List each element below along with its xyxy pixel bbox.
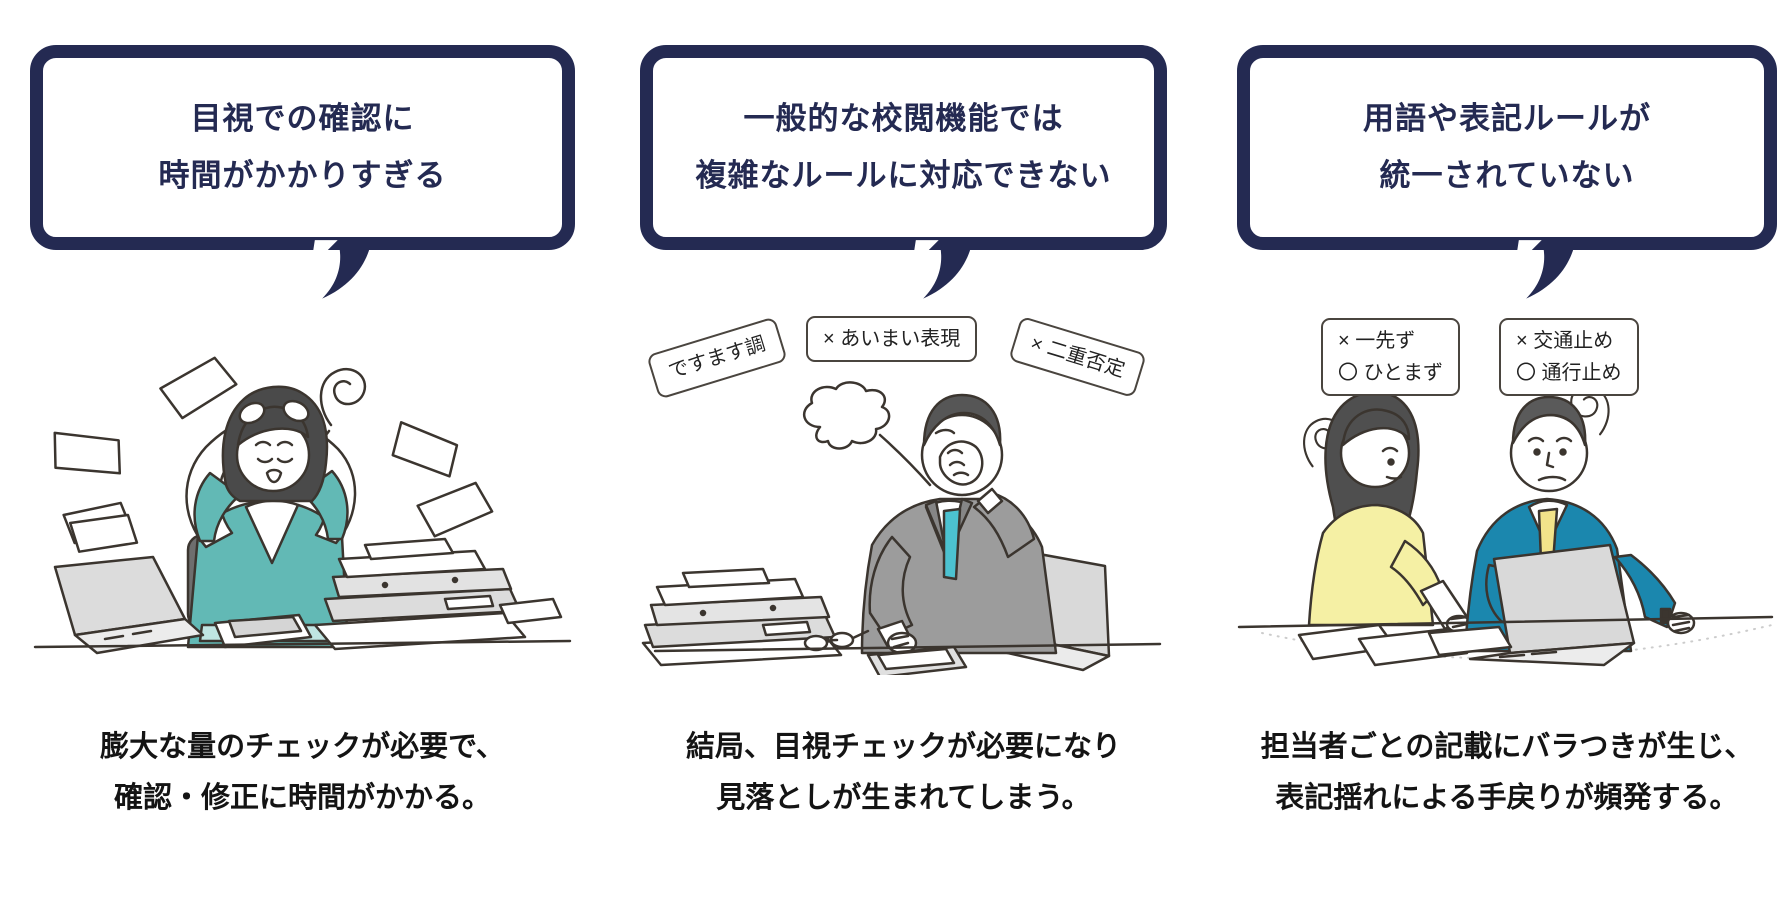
laptop-icon <box>53 555 205 655</box>
panel-visual-check: 目視での確認に 時間がかかりすぎる <box>30 0 575 907</box>
panel-caption: 膨大な量のチェックが必要で、 確認・修正に時間がかかる。 <box>30 722 575 824</box>
confused-woman <box>1307 390 1473 634</box>
caption-line: 確認・修正に時間がかかる。 <box>113 781 491 814</box>
bubble-text-line: 用語や表記ルールが <box>1363 101 1651 137</box>
document-stack-icon <box>313 537 563 651</box>
speech-bubble: 目視での確認に 時間がかかりすぎる <box>30 45 575 299</box>
two-confused-workers-illustration <box>1237 385 1774 667</box>
term-tag-tsuukoudome: × 交通止め 〇 通行止め <box>1499 318 1639 396</box>
bubble-text-line: 目視での確認に <box>190 101 415 137</box>
term-tag-line: 〇 通行止め <box>1516 362 1622 384</box>
sigh-smoke-icon <box>802 381 932 487</box>
tablet-icon <box>213 613 313 649</box>
term-tag-line: × 交通止め <box>1516 330 1614 352</box>
panel-inconsistent-terms: 用語や表記ルールが 統一されていない × 一先ず 〇 ひとまず × 交通止め 〇… <box>1237 0 1777 907</box>
bubble-text-line: 時間がかかりすぎる <box>158 157 447 193</box>
tired-businessman <box>860 393 1058 655</box>
laptop-icon <box>1468 543 1636 667</box>
desk-edge <box>33 639 572 649</box>
desk-edge <box>653 642 1162 653</box>
caption-line: 結局、目視チェックが必要になり <box>685 731 1121 763</box>
frustration-scribble-icon <box>319 367 367 441</box>
bubble-text-line: 複雑なルールに対応できない <box>695 157 1112 193</box>
overwhelmed-woman-illustration <box>33 356 572 655</box>
caption-line: 表記揺れによる手戻りが頻発する。 <box>1275 781 1739 814</box>
speech-bubble-tail-icon <box>1517 240 1576 299</box>
panel-proofreading-limits: 一般的な校閲機能では 複雑なルールに対応できない ですます調 × あいまい表現 … <box>640 0 1167 907</box>
rule-tag-line: × あいまい表現 <box>823 328 961 350</box>
bubble-text-line: 一般的な校閲機能では <box>743 101 1064 137</box>
speech-bubble: 用語や表記ルールが 統一されていない <box>1237 45 1777 299</box>
tired-businessman-illustration <box>641 381 1162 675</box>
term-tag-line: × 一先ず <box>1338 330 1416 352</box>
papers-on-desk-icon <box>1297 623 1513 667</box>
caption-line: 見落としが生まれてしまう。 <box>716 781 1091 814</box>
caption-line: 担当者ごとの記載にバラつきが生じ、 <box>1260 731 1754 763</box>
desk-edge <box>1237 615 1774 629</box>
problem-illustration <box>30 295 575 675</box>
speech-bubble-tail-icon <box>312 240 372 299</box>
caption-line: 膨大な量のチェックが必要で、 <box>100 731 505 763</box>
speech-bubble: 一般的な校閲機能では 複雑なルールに対応できない <box>640 45 1167 299</box>
binder-stack-icon <box>641 567 843 667</box>
flying-papers-icon <box>53 356 494 553</box>
term-tag-hitomazu: × 一先ず 〇 ひとまず <box>1321 318 1460 396</box>
panel-caption: 結局、目視チェックが必要になり 見落としが生まれてしまう。 <box>640 722 1167 824</box>
notepad-icon <box>866 645 968 675</box>
problem-illustration <box>640 295 1167 675</box>
bubble-text-line: 統一されていない <box>1379 157 1635 193</box>
glasses-icon <box>803 629 870 652</box>
rule-tag-aimai: × あいまい表現 <box>806 316 978 362</box>
speech-bubble-tail-icon <box>913 240 973 299</box>
panel-caption: 担当者ごとの記載にバラつきが生じ、 表記揺れによる手戻りが頻発する。 <box>1237 722 1777 824</box>
term-tag-line: 〇 ひとまず <box>1338 362 1443 384</box>
overwhelmed-woman <box>185 385 357 649</box>
problem-illustration <box>1237 295 1777 675</box>
desk-shadow-arc <box>1261 624 1773 660</box>
